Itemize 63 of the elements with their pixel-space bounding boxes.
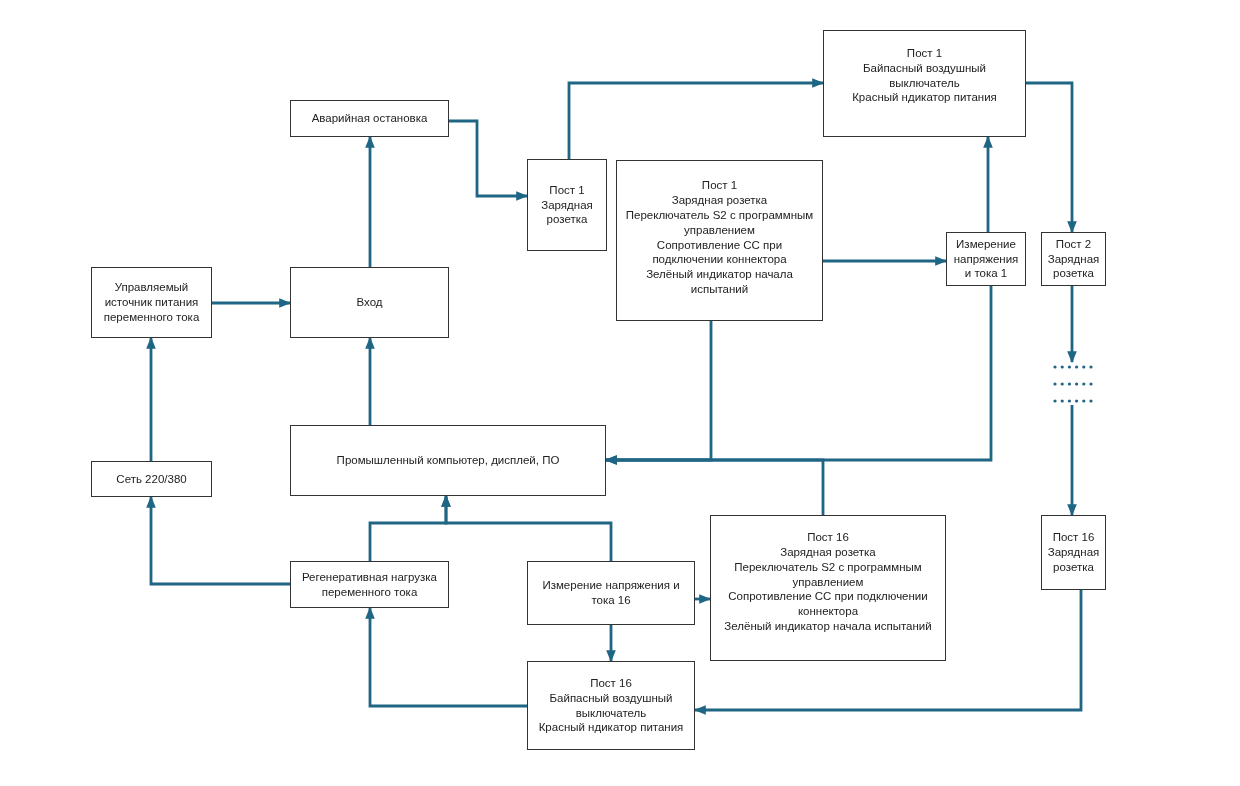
box-text: Зелёный индикатор начала испытаний bbox=[645, 267, 794, 298]
arrow bbox=[567, 78, 825, 159]
process-box bbox=[823, 30, 1026, 137]
box-text: Сопротивление СС при подключении коннектора bbox=[651, 237, 788, 268]
arrow bbox=[146, 495, 290, 586]
process-box bbox=[290, 561, 449, 608]
box-text: Измерение напряжения и тока 16 bbox=[541, 578, 681, 608]
process-box bbox=[527, 661, 695, 750]
box-text: Переключатель S2 с программным управлением bbox=[624, 207, 815, 238]
arrow bbox=[146, 336, 156, 461]
box-text: Аварийная остановка bbox=[311, 111, 428, 126]
process-box bbox=[91, 267, 212, 338]
box-text: Зарядная розетка bbox=[1046, 251, 1101, 282]
box-text: Зарядная розетка bbox=[1046, 545, 1101, 575]
arrow bbox=[1067, 405, 1077, 517]
arrow bbox=[606, 625, 616, 663]
process-box bbox=[946, 232, 1026, 286]
box-text: Пост 16 bbox=[1052, 530, 1095, 546]
box-text: Пост 1 bbox=[906, 45, 943, 61]
arrow bbox=[695, 594, 712, 604]
box-text: Переключатель S2 с программным управлением bbox=[733, 559, 923, 590]
box-text: Вход bbox=[356, 295, 383, 310]
process-box bbox=[616, 160, 823, 321]
box-text: Измерение напряжения и тока 1 bbox=[952, 236, 1020, 282]
box-text: Зарядная розетка bbox=[671, 192, 768, 208]
process-box bbox=[1041, 232, 1106, 286]
box-text: Пост 1 bbox=[701, 177, 738, 193]
process-box bbox=[710, 515, 946, 661]
process-box bbox=[527, 159, 607, 251]
arrow bbox=[212, 298, 292, 308]
box-text: Красный ндикатор питания bbox=[852, 90, 997, 106]
arrow bbox=[1067, 286, 1077, 364]
box-text: Пост 2 bbox=[1055, 236, 1092, 252]
arrow bbox=[604, 455, 825, 515]
box-text: Пост 16 bbox=[807, 529, 849, 545]
arrow bbox=[365, 606, 527, 708]
process-box bbox=[290, 100, 449, 137]
arrow bbox=[823, 256, 948, 266]
box-text: Байпасный воздушный выключатель bbox=[548, 690, 674, 721]
box-text: Зарядная розетка bbox=[540, 197, 594, 228]
arrow bbox=[983, 135, 993, 232]
box-text: Регенеративная нагрузка переменного тока bbox=[300, 569, 439, 600]
arrow bbox=[449, 119, 529, 201]
process-box bbox=[1041, 515, 1106, 590]
process-box bbox=[527, 561, 695, 625]
box-text: Байпасный воздушный выключатель bbox=[862, 60, 987, 91]
box-text: Промышленный компьютер, дисплей, ПО bbox=[336, 453, 560, 468]
arrow bbox=[365, 135, 375, 267]
box-text: Сопротивление СС при подключении коннектора bbox=[727, 589, 929, 620]
process-box bbox=[290, 267, 449, 338]
box-text: Пост 1 bbox=[549, 182, 585, 198]
box-text: Зелёный индикатор начала испытаний bbox=[724, 619, 932, 635]
process-box bbox=[91, 461, 212, 497]
arrow bbox=[693, 590, 1083, 715]
box-text: Сеть 220/380 bbox=[116, 471, 187, 487]
arrow bbox=[1026, 81, 1077, 234]
arrow bbox=[365, 336, 375, 425]
box-text: Красный ндикатор питания bbox=[538, 720, 684, 736]
process-box bbox=[290, 425, 606, 496]
arrow bbox=[441, 494, 613, 561]
box-text: Зарядная розетка bbox=[780, 544, 876, 560]
box-text: Пост 16 bbox=[590, 675, 632, 691]
box-text: Управляемый источник питания переменного тока bbox=[102, 280, 201, 325]
